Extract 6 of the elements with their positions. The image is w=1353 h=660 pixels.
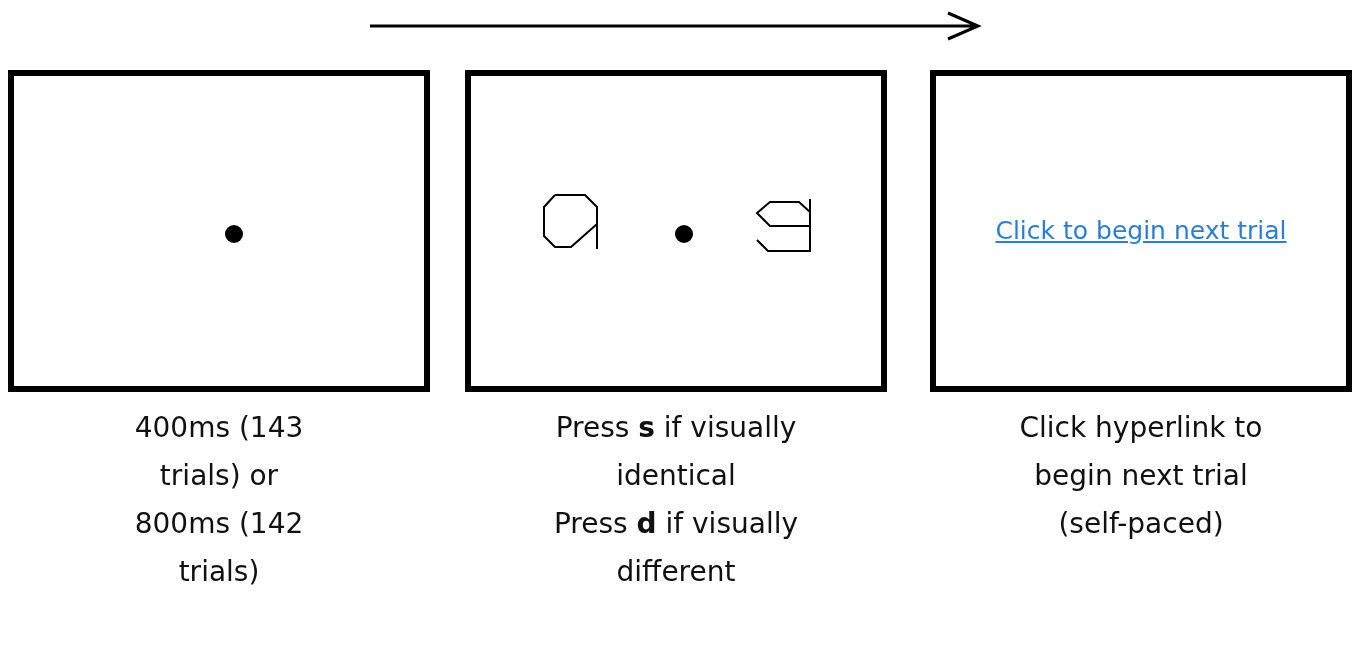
caption-text: 400ms (143 trials) or 800ms (142 trials) <box>133 410 305 590</box>
screen-frame <box>8 70 430 392</box>
screen-frame <box>930 70 1352 392</box>
hyperlink: Click to begin next trial <box>994 216 1288 245</box>
screen-frame <box>465 70 887 392</box>
caption-text: Click hyperlink to begin next trial (self-paced) <box>1018 410 1264 542</box>
